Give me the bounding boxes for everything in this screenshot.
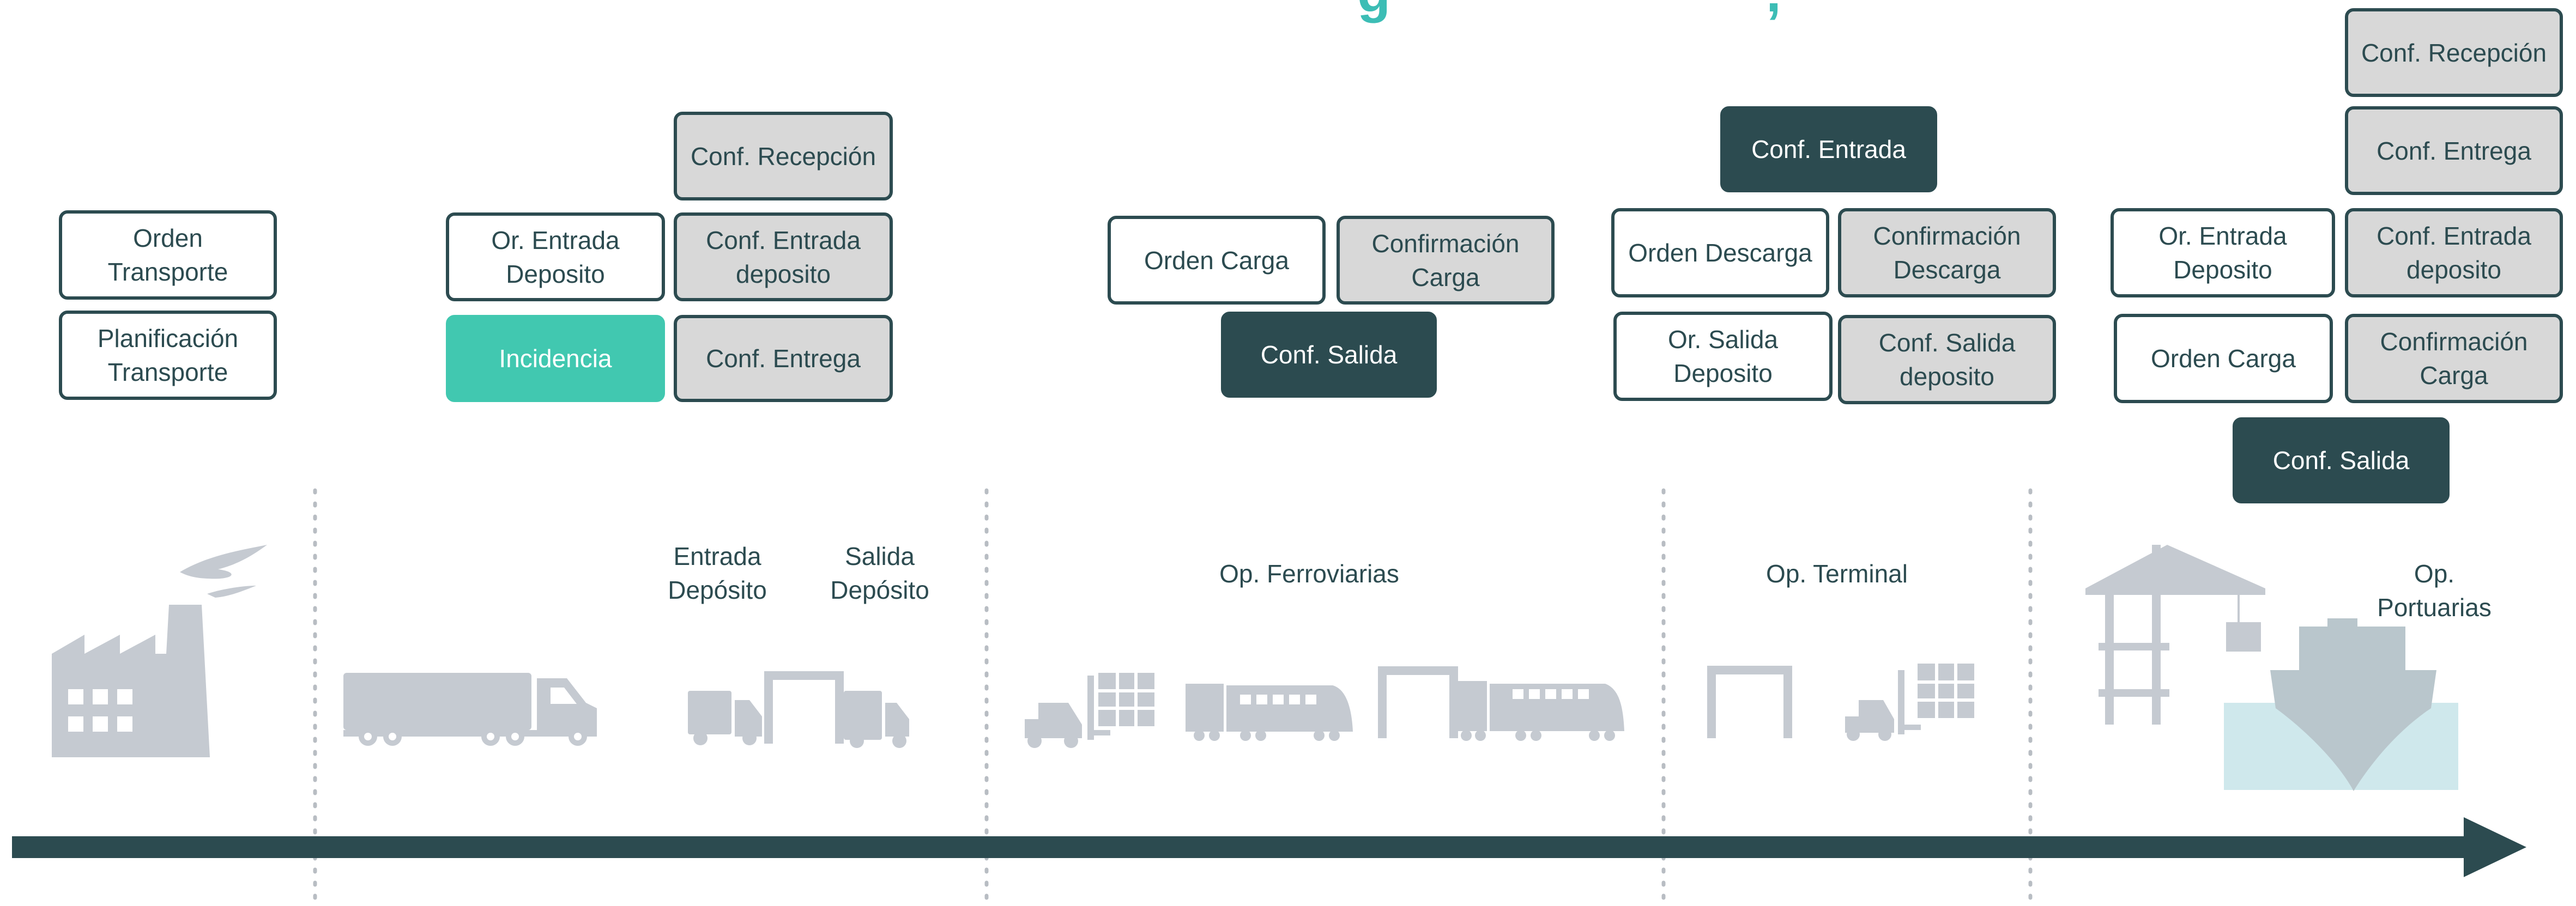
conf-entrega-box: Conf. Entrega: [674, 315, 893, 402]
orden-transporte-box: Orden Transporte: [59, 210, 277, 300]
small-truck-icon: [688, 691, 762, 745]
conf-entrada-box: Conf. Entrada: [1720, 106, 1937, 192]
orden-descarga-box: Orden Descarga: [1611, 208, 1829, 297]
truck-icon: [343, 673, 597, 746]
op-portuarias-label: Op. Portuarias: [2377, 560, 2492, 622]
confirmacion-descarga-box: Confirmación Descarga: [1838, 208, 2056, 297]
gate-icon: [764, 671, 844, 744]
incidencia-box: Incidencia: [446, 315, 665, 402]
conf-salida-port-box: Conf. Salida: [2233, 417, 2450, 503]
stage-dividers: [313, 488, 2033, 906]
salida-deposito-label: Salida Depósito: [830, 542, 929, 604]
gate-icon-rail: [1378, 666, 1458, 738]
ship-icon: [2270, 618, 2436, 791]
timeline-arrow-icon: [12, 817, 2526, 877]
factory-icon: [52, 545, 267, 757]
op-ferroviarias-label: Op. Ferroviarias: [1219, 560, 1399, 588]
forklift-icon-terminal: [1845, 670, 1921, 741]
entrada-deposito-label: Entrada Depósito: [668, 542, 767, 604]
small-truck-icon-2: [844, 691, 909, 748]
conf-recepcion-port-box: Conf. Recepción: [2345, 8, 2563, 97]
conf-recepcion-box: Conf. Recepción: [674, 112, 893, 200]
orden-carga-port-box: Orden Carga: [2114, 314, 2333, 403]
crane-icon: [2085, 545, 2265, 725]
conf-salida-deposito-box: Conf. Salida deposito: [1838, 315, 2056, 404]
title-fragment-comma: ,: [1766, 0, 1781, 25]
gate-icon-terminal: [1707, 666, 1792, 738]
confirmacion-carga-port-box: Confirmación Carga: [2345, 314, 2563, 403]
conf-entrada-deposito-port-box: Conf. Entrada deposito: [2345, 208, 2563, 297]
container-stack-icon-terminal: [1918, 664, 1974, 718]
conf-entrega-port-box: Conf. Entrega: [2345, 106, 2563, 195]
container-stack-icon: [1098, 673, 1154, 726]
planificacion-transporte-box: Planificación Transporte: [59, 311, 277, 400]
terminal-icons: [1707, 664, 1974, 741]
depot-icons: [688, 671, 909, 748]
forklift-icon: [1025, 676, 1110, 748]
rail-icons: [1025, 666, 1624, 748]
or-entrada-deposito-box: Or. Entrada Deposito: [446, 212, 665, 301]
op-terminal-label: Op. Terminal: [1766, 560, 1908, 588]
or-entrada-deposito-port-box: Or. Entrada Deposito: [2111, 208, 2335, 297]
title-fragment-g: g: [1357, 0, 1390, 25]
confirmacion-carga-box: Confirmación Carga: [1337, 216, 1555, 305]
port-icons: [2085, 545, 2458, 791]
train-icon-2: [1454, 681, 1624, 741]
conf-entrada-deposito-box: Conf. Entrada deposito: [674, 212, 893, 301]
train-icon: [1186, 684, 1353, 741]
orden-carga-box: Orden Carga: [1108, 216, 1326, 305]
or-salida-deposito-box: Or. Salida Deposito: [1613, 312, 1833, 401]
conf-salida-box: Conf. Salida: [1221, 312, 1437, 398]
